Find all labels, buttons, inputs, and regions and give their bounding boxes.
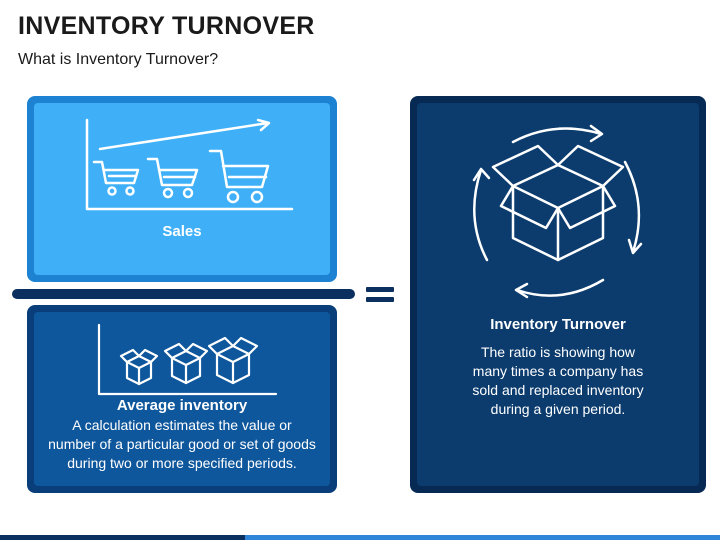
box-cycle-icon (472, 124, 643, 299)
inventory-boxes-chart-icon (97, 323, 278, 396)
footer-stripe-dark (0, 535, 245, 540)
page-title: INVENTORY TURNOVER (18, 12, 315, 40)
equals-sign (366, 286, 394, 304)
inventory-turnover-label: Inventory Turnover (490, 316, 626, 333)
average-inventory-card: Average inventory A calculation estimate… (27, 305, 337, 493)
average-inventory-label: Average inventory (116, 397, 248, 414)
inventory-turnover-description: The ratio is showing how many times a co… (472, 344, 644, 417)
sales-card-inner: Sales (34, 103, 330, 275)
average-inventory-card-inner: Average inventory A calculation estimate… (34, 312, 330, 486)
average-inventory-description: A calculation estimates the value or num… (48, 417, 316, 471)
inventory-turnover-card: Inventory Turnover The ratio is showing … (410, 96, 706, 493)
sales-growth-chart-icon (85, 118, 294, 211)
page-subtitle: What is Inventory Turnover? (18, 51, 219, 68)
inventory-turnover-card-inner: Inventory Turnover The ratio is showing … (417, 103, 699, 486)
sales-label: Sales (162, 223, 202, 240)
footer-stripe (0, 535, 720, 540)
fraction-divider (12, 289, 355, 299)
sales-card: Sales (27, 96, 337, 282)
footer-stripe-light (244, 535, 720, 540)
